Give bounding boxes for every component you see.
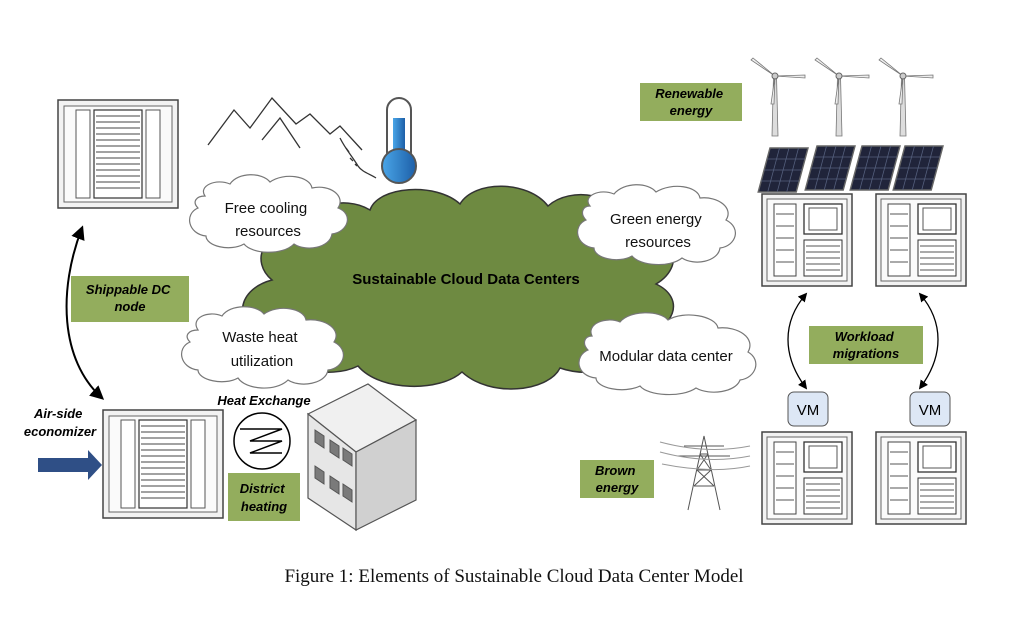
air-side-rack xyxy=(102,409,224,519)
svg-text:Waste heat utilization: Waste heat utilization xyxy=(222,329,302,370)
air-side-label: Air-side economizer xyxy=(24,406,97,439)
shippable-dc-label: Shippable DC node xyxy=(71,276,189,322)
brown-dc-rack xyxy=(761,431,853,525)
waste-heat-line1: Waste heat xyxy=(222,329,298,346)
solar-panel-icon xyxy=(892,145,944,191)
wind-turbine-icon xyxy=(878,57,934,137)
solar-panel-icon xyxy=(804,145,856,191)
vm-box: VM xyxy=(787,391,829,427)
workload-migrations-label: Workload migrations xyxy=(809,326,923,364)
wind-turbine-icon xyxy=(814,57,870,137)
district-line2: heating xyxy=(241,499,287,514)
thermometer-icon xyxy=(381,97,417,184)
vm-label: VM xyxy=(919,402,942,419)
green-dc-rack xyxy=(875,193,967,287)
green-dc-rack xyxy=(761,193,853,287)
brown-line1: Brown xyxy=(595,463,636,478)
renewable-line1: Renewable xyxy=(655,86,723,101)
shippable-line2: node xyxy=(114,299,145,314)
vm-label: VM xyxy=(797,402,820,419)
svg-text:Free cooling resources: Free cooling resources xyxy=(225,200,312,240)
green-energy-line1: Green energy xyxy=(610,211,702,228)
green-energy-line2: resources xyxy=(625,234,691,251)
central-cloud-label: Sustainable Cloud Data Centers xyxy=(352,271,580,288)
free-cooling-line1: Free cooling xyxy=(225,200,308,217)
svg-text:Shippable DC node: Shippable DC node xyxy=(86,282,174,314)
shippable-arrow xyxy=(65,225,105,400)
wind-turbine-icon xyxy=(750,57,806,137)
building-icon xyxy=(306,383,418,532)
mountains-icon xyxy=(207,96,377,179)
brown-dc-rack xyxy=(875,431,967,525)
air-side-line1: Air-side xyxy=(33,406,82,421)
migration-arrow xyxy=(787,292,808,390)
renewable-line2: energy xyxy=(670,103,713,118)
svg-text:Renewable energy: Renewable energy xyxy=(655,86,727,118)
renewable-energy-label: Renewable energy xyxy=(640,83,742,121)
district-heating-label: District heating xyxy=(228,473,300,521)
heat-exchanger-icon xyxy=(233,412,291,470)
shippable-dc-rack xyxy=(57,99,179,209)
free-cooling-line2: resources xyxy=(235,223,301,240)
svg-text:Green energy resources: Green energy resources xyxy=(610,211,706,251)
heat-exchange-label: Heat Exchange xyxy=(217,393,310,408)
brown-energy-label: Brown energy xyxy=(580,460,654,498)
svg-text:Brown energy: Brown energy xyxy=(595,463,639,495)
workload-line2: migrations xyxy=(833,346,899,361)
power-pylon-icon xyxy=(659,435,751,511)
free-cooling-cloud: Free cooling resources xyxy=(189,174,348,253)
brown-line2: energy xyxy=(596,480,639,495)
workload-line1: Workload xyxy=(835,329,895,344)
svg-text:Workload migrations: Workload migrations xyxy=(833,329,899,361)
shippable-line1: Shippable DC xyxy=(86,282,171,297)
district-line1: District xyxy=(240,481,285,496)
modular-label: Modular data center xyxy=(599,348,732,365)
waste-heat-cloud: Waste heat utilization xyxy=(181,306,344,389)
vm-box: VM xyxy=(909,391,951,427)
solar-panel-icon xyxy=(849,145,901,191)
figure-caption: Figure 1: Elements of Sustainable Cloud … xyxy=(284,566,744,587)
svg-text:District heating: District heating xyxy=(240,481,288,514)
air-side-line2: economizer xyxy=(24,424,97,439)
green-energy-cloud: Green energy resources xyxy=(577,184,736,266)
solar-panel-icon xyxy=(757,147,809,193)
airflow-arrow-icon xyxy=(38,450,102,480)
waste-heat-line2: utilization xyxy=(231,353,294,370)
modular-cloud: Modular data center xyxy=(578,312,757,396)
migration-arrow xyxy=(918,292,939,390)
